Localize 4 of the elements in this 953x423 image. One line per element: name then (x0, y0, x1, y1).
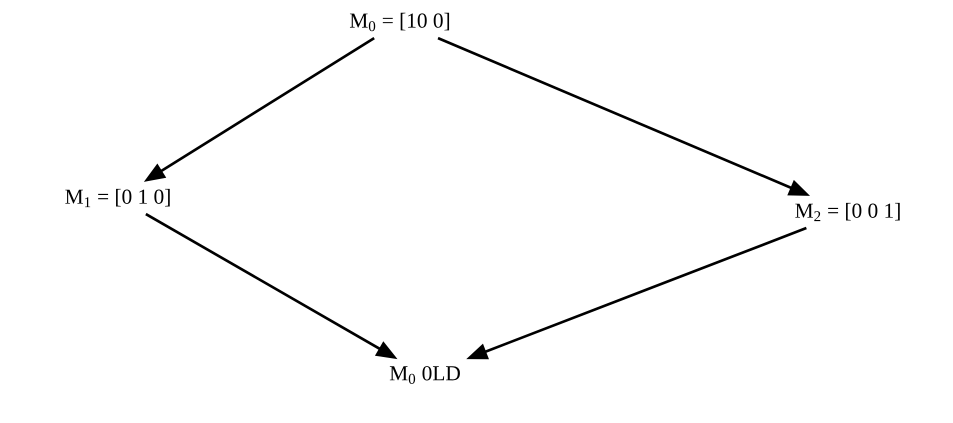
state-label: M$_{2}$ = [0 0 1] (795, 202, 900, 222)
state-label: M$_{0}$ 0LD (390, 366, 460, 384)
state-label: M$_{0}$ = [10 0] (350, 12, 450, 32)
state-label: M$_{1}$ = [0 1 0] (65, 188, 170, 208)
